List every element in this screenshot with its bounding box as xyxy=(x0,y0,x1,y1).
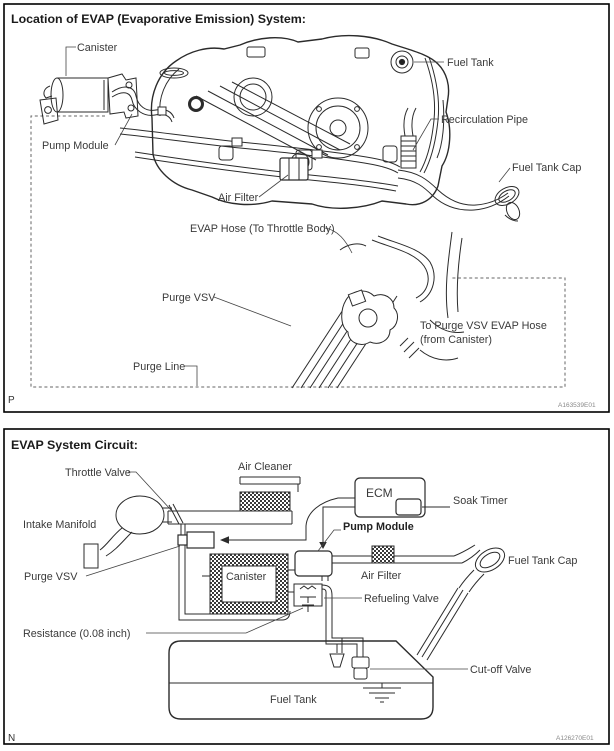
label-air-filter: Air Filter xyxy=(218,192,259,204)
top-corner-letter: P xyxy=(8,395,15,406)
canister-circuit-illustration: Canister xyxy=(202,553,295,615)
label-pump-module: Pump Module xyxy=(42,140,109,152)
label-intake-manifold: Intake Manifold xyxy=(23,519,96,531)
throttle-valve-illustration xyxy=(168,503,184,525)
evap-pipes xyxy=(111,86,401,192)
label-cut-off-valve: Cut-off Valve xyxy=(470,664,531,676)
label-air-cleaner: Air Cleaner xyxy=(238,461,292,473)
fuel-tank-cap-illustration xyxy=(416,547,506,661)
label-soak-timer: Soak Timer xyxy=(453,495,508,507)
label-pump-module-circuit: Pump Module xyxy=(343,521,414,533)
air-filter-circuit xyxy=(371,545,395,564)
label-canister: Canister xyxy=(77,42,118,54)
label-fuel-tank-circuit: Fuel Tank xyxy=(270,694,317,706)
label-purge-vsv-circuit: Purge VSV xyxy=(24,571,78,583)
purge-line-dashed-path xyxy=(30,115,566,388)
intake-manifold-illustration xyxy=(83,495,172,569)
label-to-purge-vsv-2: (from Canister) xyxy=(420,334,492,346)
cut-off-valve-illustration xyxy=(351,656,370,680)
funnel-valve xyxy=(329,653,345,668)
label-resistance: Resistance (0.08 inch) xyxy=(23,628,130,640)
label-purge-line: Purge Line xyxy=(133,361,185,373)
label-purge-vsv: Purge VSV xyxy=(162,292,216,304)
bottom-panel-title: EVAP System Circuit: xyxy=(11,438,138,452)
label-recirculation-pipe: Recirculation Pipe xyxy=(441,114,528,126)
label-fuel-tank-cap: Fuel Tank Cap xyxy=(512,162,581,174)
canister-illustration xyxy=(39,73,139,125)
evap-location-panel: Location of EVAP (Evaporative Emission) … xyxy=(3,3,610,413)
label-fuel-tank-cap-circuit: Fuel Tank Cap xyxy=(508,555,577,567)
fuel-tank-circuit-illustration: Fuel Tank xyxy=(168,640,434,720)
pump-module-illustration xyxy=(294,550,333,581)
purge-vsv-illustration xyxy=(177,524,215,549)
filler-neck-illustration xyxy=(397,107,521,222)
bottom-corner-letter: N xyxy=(8,733,15,744)
bottom-panel-leader-lines xyxy=(85,471,468,670)
top-figure-code: A163539E01 xyxy=(558,402,596,409)
top-panel-leader-lines xyxy=(65,46,511,386)
fuel-tank-illustration xyxy=(150,34,451,209)
top-panel-border xyxy=(3,3,610,413)
fuel-level-symbol xyxy=(363,683,401,703)
refueling-valve-illustration xyxy=(293,583,333,612)
top-panel-title: Location of EVAP (Evaporative Emission) … xyxy=(11,12,306,26)
label-throttle-valve: Throttle Valve xyxy=(65,467,131,479)
air-cleaner-illustration xyxy=(239,476,301,512)
label-canister-circuit: Canister xyxy=(226,571,267,583)
bottom-figure-code: A126270E01 xyxy=(556,735,594,742)
engine-bay-detail xyxy=(291,231,465,389)
label-refueling-valve: Refueling Valve xyxy=(364,593,439,605)
label-to-purge-vsv-1: To Purge VSV EVAP Hose xyxy=(420,320,547,332)
label-evap-hose: EVAP Hose (To Throttle Body) xyxy=(190,223,335,235)
air-filter-illustration xyxy=(279,157,309,181)
ecm-wires xyxy=(220,497,355,549)
fresh-air-line xyxy=(332,544,481,564)
evap-circuit-panel: EVAP System Circuit: xyxy=(3,428,610,745)
label-ecm: ECM xyxy=(366,486,393,500)
label-fuel-tank: Fuel Tank xyxy=(447,57,494,69)
label-air-filter-circuit: Air Filter xyxy=(361,570,402,582)
